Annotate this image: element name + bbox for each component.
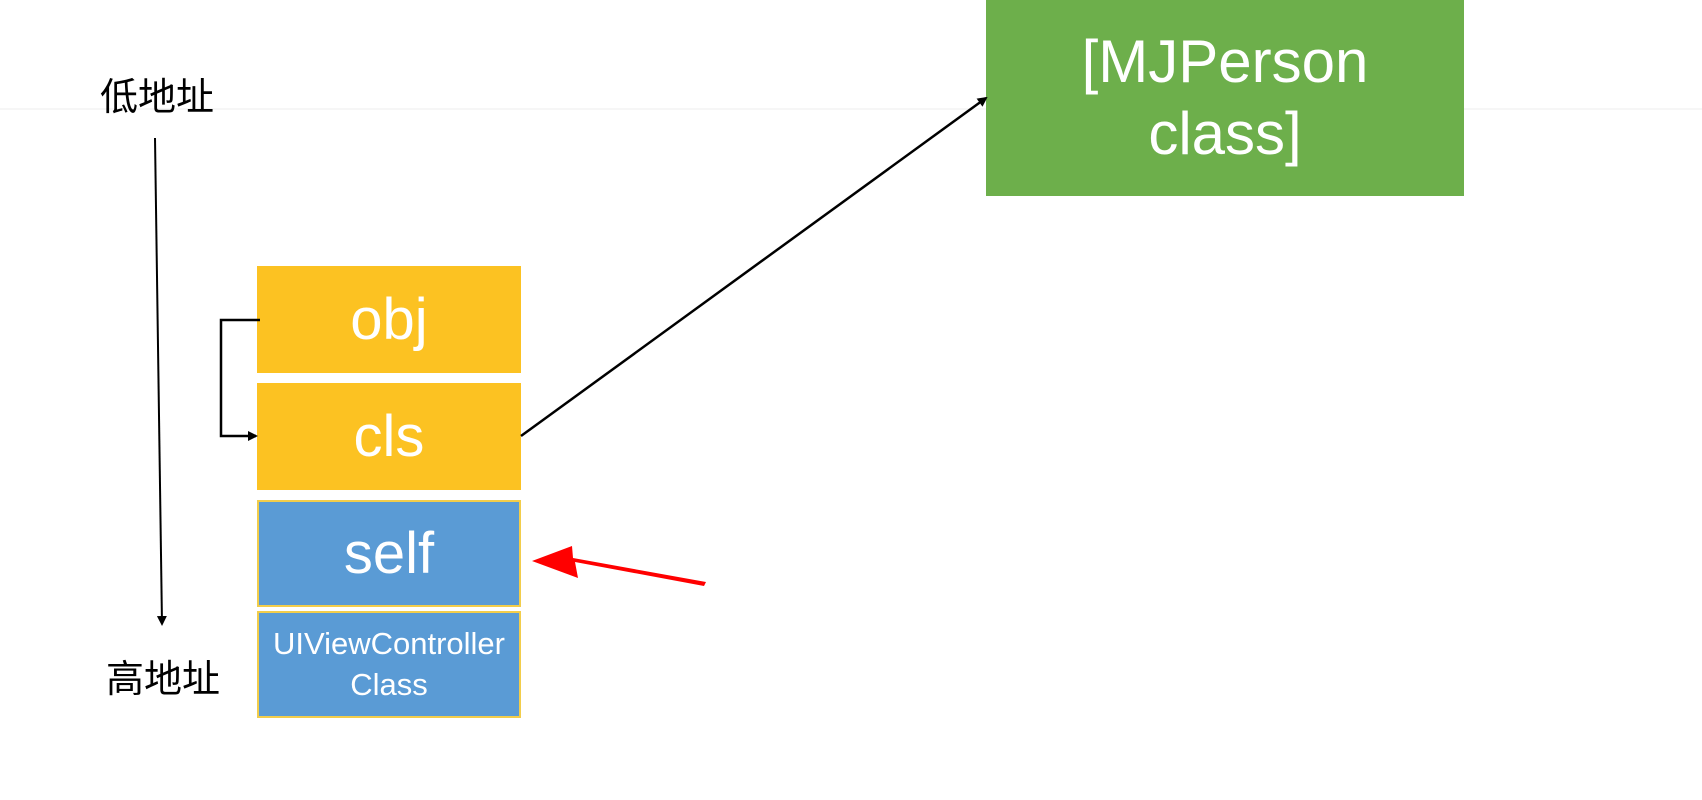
cls-to-mjperson-arrow xyxy=(520,96,988,438)
address-direction-arrow xyxy=(154,137,167,626)
obj-label: obj xyxy=(350,287,428,352)
uiviewcontroller-class-label: UIViewController Class xyxy=(272,626,505,702)
cls-label: cls xyxy=(353,404,425,469)
self-label: self xyxy=(343,521,435,586)
cls-box: cls xyxy=(257,383,521,490)
high-address-label: 高地址 xyxy=(106,657,221,701)
low-address-label: 低地址 xyxy=(100,75,215,119)
obj-box: obj xyxy=(257,266,521,373)
obj-to-cls-arrow xyxy=(219,318,260,441)
mjperson-class-box: [MJPerson class] xyxy=(986,0,1464,196)
mjperson-class-label: [MJPerson class] xyxy=(1081,28,1369,167)
uiviewcontroller-class-box: UIViewController Class xyxy=(257,611,521,718)
self-box: self xyxy=(257,500,521,607)
self-pointer-arrow xyxy=(532,546,706,586)
